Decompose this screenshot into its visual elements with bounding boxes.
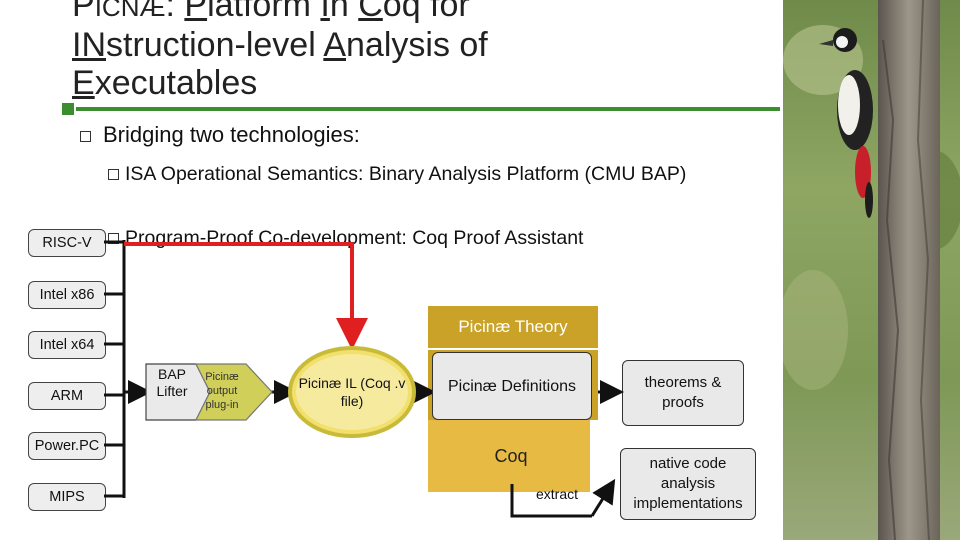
checkbox-bullet-icon [108,169,119,181]
picinae-definitions-box: Picinæ Definitions [432,352,592,420]
woodpecker-photo [783,0,960,540]
arch-intel-x64: Intel x64 [28,331,106,359]
title-accent-bar [0,103,780,115]
arch-arm: ARM [28,382,106,410]
output-plugin-label: Picinæ output plug-in [205,371,239,411]
coq-side-strip [428,420,432,492]
extract-label: extract [536,486,579,502]
native-code-box: native code analysis implementations [620,448,756,520]
arch-risc-v: RISC-V [28,229,106,257]
square-bullet-icon [80,130,91,142]
checkbox-bullet-icon [108,233,119,245]
coq-block: Coq [432,420,590,492]
arch-mips: MIPS [28,483,106,511]
bullet-sub-coq: Program-Proof Co-development: Coq Proof … [108,226,728,250]
picinae-il-label: Picinæ IL (Coq .v file) [298,375,406,409]
bullet-main: Bridging two technologies: [80,122,360,148]
arch-powerpc: Power.PC [28,432,106,460]
slide-title: PICNÆ: Platform In Coq for INstruction-l… [72,0,488,102]
bullet-sub-isa: ISA Operational Semantics: Binary Analys… [108,162,728,187]
arch-intel-x86: Intel x86 [28,281,106,309]
bap-lifter-label: BAP Lifter [156,366,188,399]
picinae-theory-block: Picinæ Theory [428,306,598,348]
theorems-proofs-box: theorems & proofs [622,360,744,426]
